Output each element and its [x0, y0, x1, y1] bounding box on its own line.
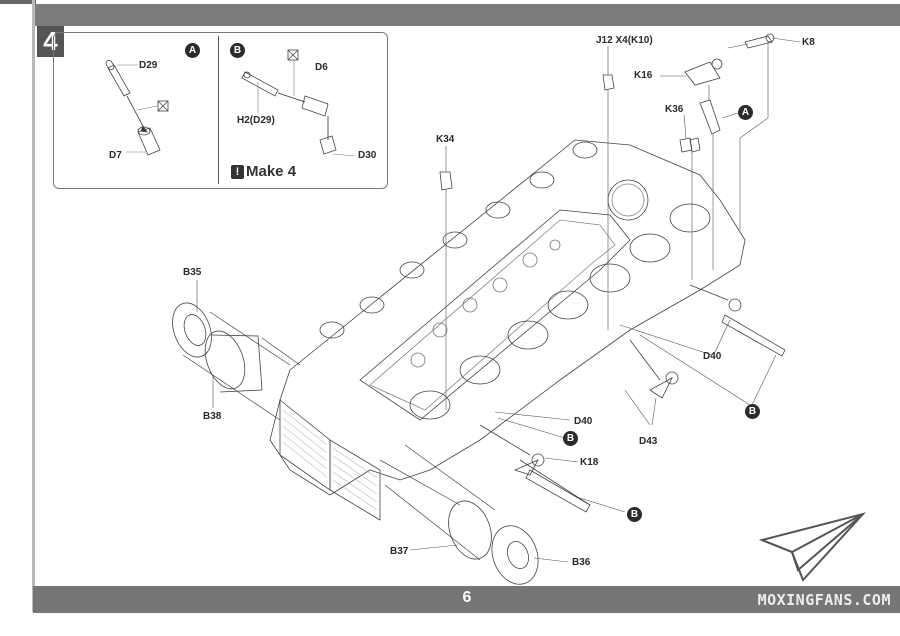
callout-b37: B37 [390, 546, 409, 557]
part-k8-arm [744, 33, 775, 49]
part-d6-body [301, 95, 329, 117]
no-glue-icon-a [157, 100, 169, 112]
callout-j12-x4-k10: J12 X4(K10) [596, 35, 653, 46]
part-k34-bracket [439, 171, 453, 191]
part-d7-shock-body [137, 126, 161, 156]
part-label-d6: D6 [315, 62, 328, 73]
part-label-d7: D7 [109, 150, 122, 161]
bottom-footer-bar: 6 MOXINGFANS.COM [33, 586, 900, 613]
callout-subassembly-b-middle: B [563, 431, 578, 446]
callout-subassembly-b-right: B [745, 404, 760, 419]
part-d40-arm [721, 298, 786, 357]
part-d29-shock-rod [105, 59, 131, 97]
subpanel-divider [218, 36, 219, 184]
callout-subassembly-a: A [738, 105, 753, 120]
callout-d40-left: D40 [574, 416, 593, 427]
part-b37-housing [448, 500, 492, 560]
part-b36-cover [491, 525, 539, 585]
callout-k34: K34 [436, 134, 455, 145]
paper-plane-logo-icon [758, 512, 866, 582]
part-d43-arm [649, 371, 679, 399]
make-quantity-note: !Make 4 [231, 163, 296, 180]
callout-b35: B35 [183, 267, 202, 278]
part-j12-bolt [602, 74, 615, 91]
part-d30-bracket [319, 135, 337, 155]
subassembly-panel [53, 32, 388, 189]
warning-icon: ! [231, 165, 244, 179]
part-k36-bracket [679, 137, 701, 153]
part-label-h2-d29: H2(D29) [237, 115, 275, 126]
top-header-bar [35, 4, 900, 26]
part-b38-housing [204, 330, 263, 393]
callout-k8: K8 [802, 37, 815, 48]
callout-k16: K16 [634, 70, 653, 81]
make-quantity-text: Make 4 [246, 163, 297, 180]
callout-subassembly-b-lower: B [627, 507, 642, 522]
engine-block [269, 139, 746, 521]
callout-b38: B38 [203, 411, 222, 422]
no-glue-icon-b [287, 49, 299, 61]
page-binding-edge [0, 0, 36, 4]
page-number: 6 [462, 589, 472, 606]
part-k16-bracket [684, 58, 723, 86]
part-a-shock-assembly [699, 99, 721, 135]
callout-d40-right: D40 [703, 351, 722, 362]
part-label-d29: D29 [139, 60, 158, 71]
subassembly-a-badge: A [185, 43, 200, 58]
brand-watermark: MOXINGFANS.COM [757, 591, 891, 609]
part-label-d30: D30 [358, 150, 377, 161]
callout-b36: B36 [572, 557, 591, 568]
part-k18-arm [513, 453, 591, 513]
subassembly-b-badge: B [230, 43, 245, 58]
part-h2-d29-rod [241, 71, 279, 97]
callout-k36: K36 [665, 104, 684, 115]
callout-k18: K18 [580, 457, 599, 468]
part-b35-cover [172, 302, 212, 358]
page-left-border [32, 0, 35, 612]
callout-d43: D43 [639, 436, 658, 447]
